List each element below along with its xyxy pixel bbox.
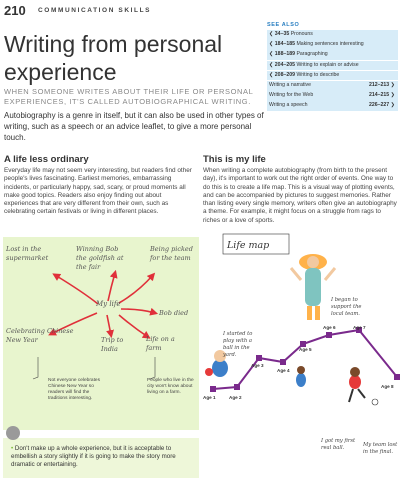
page-title-text: Writing from personal experience (4, 31, 223, 85)
note-final: My team lost in the final. (363, 442, 398, 455)
life-map-drawing (205, 233, 400, 406)
mind-map-note-left: Not everyone celebrates Chinese New Year… (48, 378, 100, 401)
timeline-point-age-5 (300, 341, 306, 347)
see-also-item[interactable]: ❮ 184–185 Making sentences interesting (267, 40, 398, 50)
see-also-box: SEE ALSO ❮ 34–35 Pronouns ❮ 184–185 Maki… (267, 22, 398, 112)
age-label: Age 2 (229, 395, 242, 400)
age-label: Age 7 (353, 325, 366, 330)
age-label: Age 1 (203, 395, 216, 400)
node-picked: Being picked for the team (150, 245, 193, 262)
child-kicking-illustration (348, 367, 379, 406)
see-also-item[interactable]: ❮ 208–209 Writing to describe (267, 70, 398, 81)
tip-text: • Don't make up a whole experience, but … (11, 445, 176, 468)
node-india: Trip to India (101, 336, 124, 353)
timeline-point-age-6 (326, 332, 332, 338)
timeline-points (210, 327, 400, 392)
left-heading: A life less ordinary (4, 154, 89, 165)
see-also-item[interactable]: ❮ 188–189 Paragraphing (267, 50, 398, 60)
age-label: Age 6 (323, 325, 336, 330)
girl-with-ball-illustration (289, 254, 337, 320)
age-label: Age 8 (381, 384, 394, 389)
node-chinese-new-year: Celebrating Chinese New Year (6, 327, 74, 344)
right-heading: This is my life (203, 154, 266, 165)
life-map-title: Life map (227, 240, 270, 251)
mind-map-note-right: People who live in the city won't know a… (147, 378, 194, 395)
node-farm: Life on a farm (146, 335, 175, 352)
timeline-point-age-7 (356, 327, 362, 333)
page-header: 210 COMMUNICATION SKILLS (0, 0, 401, 22)
note-started: I started to play with a ball in the yar… (223, 331, 253, 358)
node-bob-died: Bob died (159, 309, 189, 317)
see-also-item[interactable]: ❮ 34–35 Pronouns (267, 30, 398, 40)
note-support: I began to support the local team. (331, 297, 362, 317)
page-title: Writing from personal experience (4, 30, 244, 86)
node-goldfish: Winning Bob the goldfish at the fair (76, 245, 124, 271)
right-body: When writing a complete autobiography (f… (203, 167, 397, 224)
timeline-line (212, 328, 398, 390)
toddler-illustration (205, 350, 228, 377)
timeline-point-age-4 (280, 359, 286, 365)
life-map: Life map Age 1 Age 2 Age 3 Age 4 Age 5 A… (203, 232, 401, 480)
timeline-point-age-2 (234, 384, 240, 390)
life-map-title-frame (222, 233, 290, 255)
page-subtitle: WHEN SOMEONE WRITES ABOUT THEIR LIFE OR … (4, 87, 254, 106)
see-also-heading: SEE ALSO (267, 22, 300, 28)
note-first-ball: I got my first real ball. (321, 438, 356, 451)
timeline-point-age-3 (256, 355, 262, 361)
node-supermarket: Lost in the supermarket (6, 245, 49, 262)
page-number: 210 (4, 3, 26, 18)
small-girl-illustration (296, 366, 306, 387)
mind-map-arrows (32, 269, 159, 380)
age-label: Age 3 (251, 363, 264, 368)
timeline-point-age-8 (394, 374, 400, 380)
node-center: My life (96, 300, 121, 308)
intro-paragraph: Autobiography is a genre in itself, but … (4, 111, 264, 142)
age-label: Age 5 (299, 347, 312, 352)
tip-box: • Don't make up a whole experience, but … (3, 426, 199, 478)
age-label: Age 4 (277, 368, 290, 373)
left-body: Everyday life may not seem very interest… (4, 167, 192, 216)
thumbs-up-icon (6, 426, 20, 440)
see-also-item[interactable]: ❮ 204–205 Writing to explain or advise (267, 60, 398, 71)
mind-map: Lost in the supermarket Winning Bob the … (3, 237, 199, 430)
timeline-point-age-1 (210, 386, 216, 392)
section-title: COMMUNICATION SKILLS (38, 7, 152, 14)
